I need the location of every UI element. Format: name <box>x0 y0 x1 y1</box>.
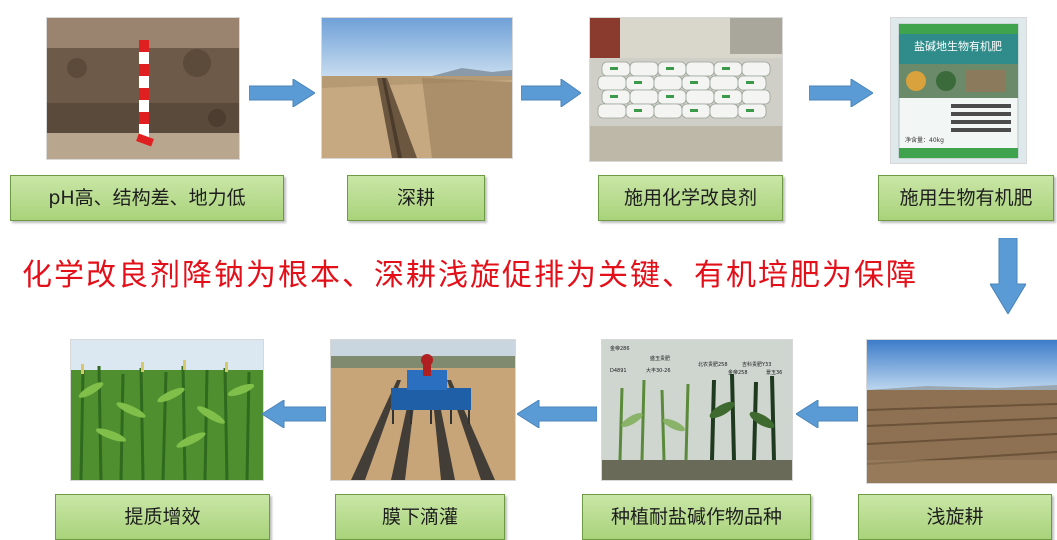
crop-label-8: 景玉36 <box>766 369 782 376</box>
step-label-shallow-rotary-tillage: 浅旋耕 <box>858 494 1052 540</box>
crop-label-5: 北农贵肥258 <box>698 361 728 368</box>
step-label-quality-efficiency: 提质增效 <box>55 494 270 540</box>
step-label-organic-fertilizer: 施用生物有机肥 <box>878 175 1054 221</box>
fertilizer-bag-weight: 净含量：40kg <box>905 136 944 144</box>
photo-organic-fertilizer-bag: 盐碱地生物有机肥 净含量：40kg <box>890 17 1027 164</box>
slogan: 化学改良剂降钠为根本、深耕浅旋促排为关键、有机培肥为保障 <box>22 258 918 293</box>
step-label-drip-irrigation: 膜下滴灌 <box>335 494 505 540</box>
step-label-salt-tolerant-varieties: 种植耐盐碱作物品种 <box>582 494 811 540</box>
crop-label-6: 吉科贵肥Y33 <box>742 361 771 368</box>
step-label-chemical-amendment: 施用化学改良剂 <box>598 175 783 221</box>
photo-salt-tolerant-varieties: 金帝286 盛玉贵肥 D4891 大丰30-26 北农贵肥258 吉科贵肥Y33… <box>601 339 793 481</box>
fertilizer-bag-title: 盐碱地生物有机肥 <box>914 39 1002 53</box>
crop-label-4: 大丰30-26 <box>646 367 671 374</box>
photo-corn-field <box>70 339 264 481</box>
photo-deep-plowing <box>321 17 513 159</box>
crop-label-1: 金帝286 <box>610 345 630 352</box>
arrow-left-1 <box>796 400 858 428</box>
arrow-right-1 <box>249 79 315 107</box>
photo-chemical-amendment <box>589 17 783 162</box>
arrow-left-2 <box>517 400 597 428</box>
arrow-left-3 <box>262 400 326 428</box>
arrow-right-3 <box>809 79 873 107</box>
photo-drip-irrigation <box>330 339 516 481</box>
photo-shallow-rotary-tillage <box>866 339 1057 484</box>
arrow-right-2 <box>521 79 581 107</box>
photo-soil-profile <box>46 17 240 160</box>
crop-label-2: 盛玉贵肥 <box>650 355 670 362</box>
step-label-high-ph: pH高、结构差、地力低 <box>10 175 284 221</box>
crop-label-3: D4891 <box>610 368 627 374</box>
step-label-deep-plowing: 深耕 <box>347 175 485 221</box>
crop-label-7: 金帝258 <box>728 369 748 376</box>
arrow-down <box>990 238 1026 314</box>
